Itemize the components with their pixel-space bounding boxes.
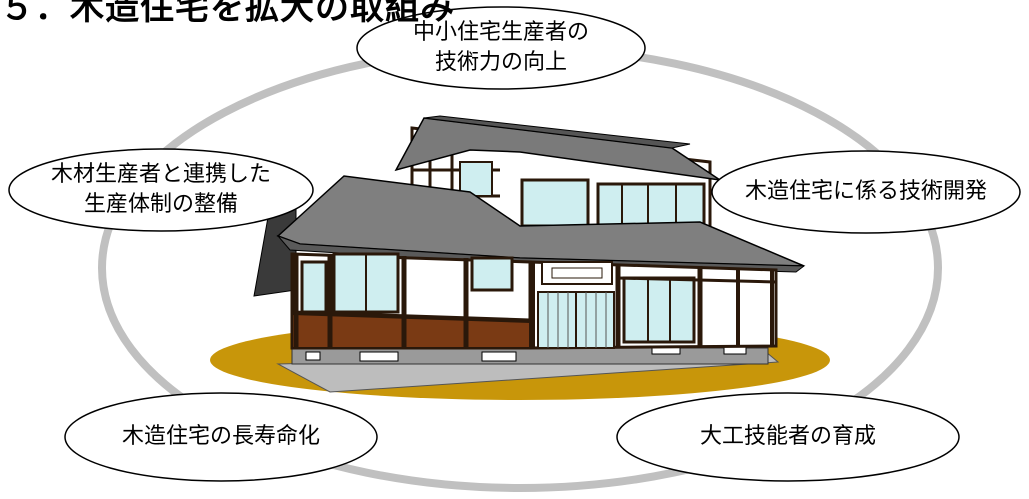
bubble-label: 木造住宅に係る技術開発: [744, 179, 987, 205]
bubble-shape-top: [356, 6, 646, 90]
bubble-longevity: 木造住宅の長寿命化: [64, 392, 378, 482]
bubble-label: 木材生産者と連携した 生産体制の整備: [50, 162, 271, 217]
bubble-label: 大工技能者の育成: [699, 424, 876, 450]
bubble-shape-bottom-right: [616, 392, 960, 482]
bubble-carpenter-training: 大工技能者の育成: [616, 392, 960, 482]
bubble-tech-capability: 中小住宅生産者の 技術力の向上: [356, 6, 646, 90]
bubble-shape-left: [8, 148, 314, 232]
bubble-label: 中小住宅生産者の 技術力の向上: [412, 20, 589, 75]
house-illustration: [253, 115, 806, 393]
bubble-label: 木造住宅の長寿命化: [121, 424, 320, 450]
bubble-production-system: 木材生産者と連携した 生産体制の整備: [8, 148, 314, 232]
page-title: ５．木造住宅を拡大の取組み: [0, 0, 455, 28]
bubble-tech-development: 木造住宅に係る技術開発: [712, 150, 1020, 234]
bubble-shape-bottom-left: [64, 392, 378, 482]
bubble-shape-right: [711, 150, 1021, 234]
